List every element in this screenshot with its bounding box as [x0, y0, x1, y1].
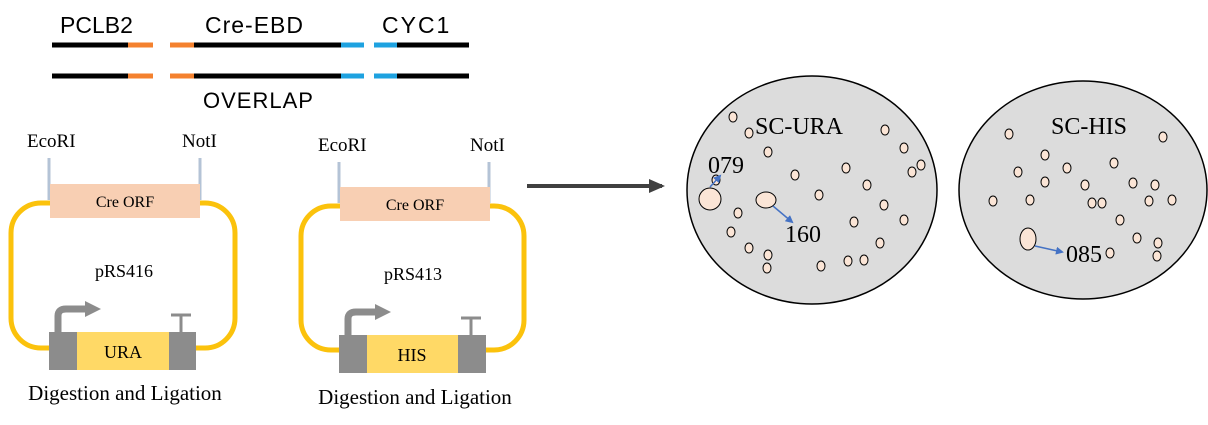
promoter-block [339, 335, 367, 373]
terminator-icon [461, 316, 481, 335]
colony [879, 199, 889, 211]
site-noti: NotI [470, 135, 505, 156]
label-cre-ebd: Cre-EBD [205, 12, 304, 38]
plasmid-name: pRS413 [384, 264, 442, 284]
colony [744, 127, 754, 139]
colony [1167, 194, 1177, 206]
colony [1062, 162, 1072, 174]
site-ecori: EcoRI [318, 135, 367, 156]
cre-orf-box [340, 187, 490, 221]
plate-label: SC-URA [755, 114, 844, 140]
colony [1128, 177, 1138, 189]
colony [1097, 197, 1107, 209]
colony [763, 249, 773, 261]
marker-box [77, 332, 169, 370]
colony-label: 079 [708, 153, 744, 179]
colony-large [698, 187, 722, 211]
colony [816, 260, 826, 272]
pointer-arrow [772, 205, 794, 224]
terminator-block [169, 332, 196, 370]
colony [1025, 194, 1035, 206]
colony [875, 237, 885, 249]
plasmid-prs413: EcoRI NotI Cre ORF pRS413 HIS Digestion … [298, 135, 527, 409]
colony [907, 166, 917, 178]
colony [1158, 131, 1168, 143]
plate-sc-his: SC-HIS 085 [958, 80, 1208, 300]
colony [1040, 176, 1050, 188]
pcr-fragments: PCLB2 Cre-EBD CYC1 OVERLAP [52, 12, 469, 113]
cre-orf-box [50, 184, 200, 218]
colony [880, 124, 890, 136]
colony-label: 085 [1066, 242, 1102, 268]
site-noti: NotI [182, 131, 217, 152]
colony [859, 254, 869, 266]
colony [899, 142, 909, 154]
cre-orf-label: Cre ORF [386, 197, 444, 214]
colony [899, 214, 909, 226]
colony [1013, 166, 1023, 178]
colony [814, 189, 824, 201]
colony-large [1019, 227, 1037, 251]
colony [1004, 128, 1014, 140]
label-cyc1: CYC1 [382, 12, 451, 38]
colony [790, 169, 800, 181]
colony [1132, 232, 1142, 244]
colony [1144, 195, 1154, 207]
plate-label: SC-HIS [1051, 114, 1127, 140]
colony [744, 242, 754, 254]
colony [763, 146, 773, 158]
colony [862, 179, 872, 191]
plasmid-name: pRS416 [95, 261, 153, 281]
plate-sc-ura: SC-URA [686, 75, 938, 305]
colony [1105, 247, 1115, 259]
label-pclb2: PCLB2 [60, 12, 133, 38]
plate-dish [686, 75, 938, 305]
caption: Digestion and Ligation [28, 381, 222, 405]
marker-label: URA [104, 342, 142, 362]
terminator-block [458, 335, 486, 373]
colony-label: 160 [785, 222, 821, 248]
colony [1087, 197, 1097, 209]
marker-label: HIS [397, 345, 426, 365]
colony [1152, 250, 1162, 262]
marker-box [367, 335, 458, 373]
colony [726, 226, 736, 238]
colony [733, 207, 743, 219]
colony [841, 162, 851, 174]
colony [1153, 237, 1163, 249]
colony [916, 159, 926, 171]
promoter-arrow-icon [344, 308, 378, 335]
colony [1109, 157, 1119, 169]
site-ecori: EcoRI [27, 131, 76, 152]
colony [1080, 179, 1090, 191]
pointer-arrow [709, 174, 722, 188]
terminator-icon [171, 313, 191, 332]
colony-large [755, 191, 777, 209]
colony [1115, 214, 1125, 226]
colony [1150, 179, 1160, 191]
plasmid-prs416: EcoRI NotI Cre ORF pRS416 URA Digestion … [8, 131, 238, 405]
colony [988, 195, 998, 207]
promoter-block [49, 332, 77, 370]
colony-group [698, 111, 926, 274]
pointer-arrow [1034, 245, 1064, 255]
colony [843, 255, 853, 267]
colony [728, 111, 738, 123]
colony [1040, 149, 1050, 161]
colony [762, 262, 772, 274]
colony-group [988, 128, 1177, 262]
caption: Digestion and Ligation [318, 385, 512, 409]
colony [849, 216, 859, 228]
promoter-arrow-icon [54, 305, 88, 332]
cre-orf-label: Cre ORF [96, 194, 154, 211]
label-overlap: OVERLAP [203, 88, 314, 113]
